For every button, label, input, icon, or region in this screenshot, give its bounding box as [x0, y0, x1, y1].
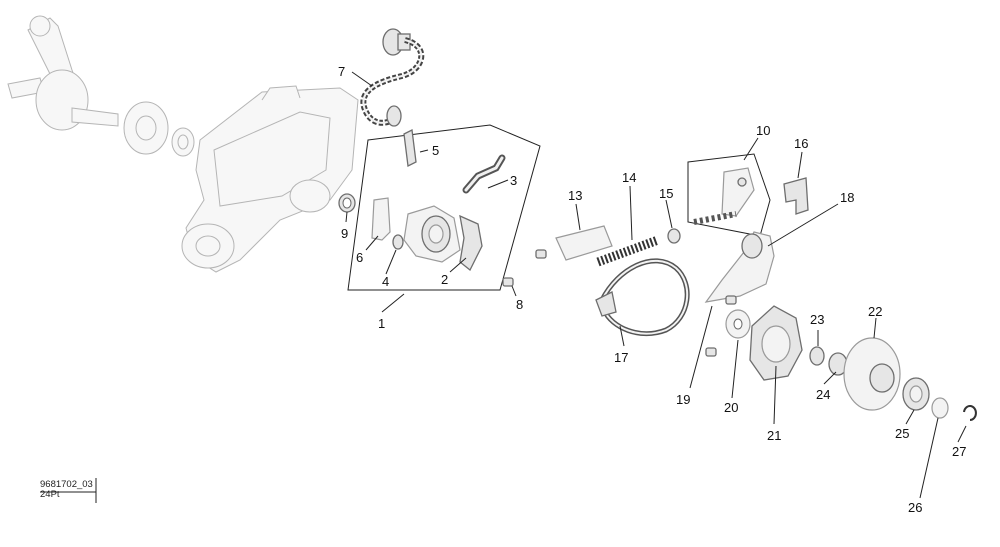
oil-pump-assembly-outline: [347, 124, 541, 291]
rim-sprocket: [902, 377, 930, 411]
brake-cover: [555, 225, 613, 261]
callout-3: 3: [510, 173, 517, 188]
callout-numbers: 1 2 3 4 5 6 7 8 9 10 13 14 15 16 17 18 1…: [338, 64, 966, 515]
callout-14: 14: [622, 170, 636, 185]
callout-27: 27: [952, 444, 966, 459]
screw-8: [502, 249, 547, 287]
oil-pipe: [462, 154, 506, 194]
circlip: [963, 405, 977, 421]
callout-17: 17: [614, 350, 628, 365]
crankshaft: [7, 15, 119, 131]
callout-23: 23: [810, 312, 824, 327]
callout-9: 9: [341, 226, 348, 241]
screw-19: [705, 295, 737, 357]
callout-25: 25: [895, 426, 909, 441]
crank-seal: [171, 127, 195, 157]
suction-pipe: [371, 197, 391, 241]
washer-23: [809, 346, 825, 366]
reference-sub: 24Pt: [40, 489, 60, 500]
callout-5: 5: [432, 143, 439, 158]
oil-pump-body: [403, 205, 461, 263]
clutch: [749, 305, 803, 381]
callout-24: 24: [816, 387, 830, 402]
crankcase: [181, 85, 359, 273]
oil-nipple: [403, 129, 417, 167]
leader-lines: [345, 71, 967, 499]
callout-2: 2: [441, 272, 448, 287]
callout-19: 19: [676, 392, 690, 407]
callout-18: 18: [840, 190, 854, 205]
o-ring-small: [392, 234, 404, 250]
sealing-ring-9: [338, 193, 356, 213]
brake-band: [595, 258, 690, 337]
clutch-drum: [843, 337, 901, 411]
washer-15: [667, 228, 681, 244]
callout-21: 21: [767, 428, 781, 443]
brake-spring: [596, 235, 660, 267]
callout-13: 13: [568, 188, 582, 203]
worm-gear: [459, 214, 483, 272]
oil-hose-with-filter: [360, 28, 425, 127]
callout-20: 20: [724, 400, 738, 415]
washer-20: [725, 309, 751, 339]
callout-16: 16: [794, 136, 808, 151]
bracket-16: [783, 177, 809, 215]
callout-15: 15: [659, 186, 673, 201]
callout-4: 4: [382, 274, 389, 289]
callout-7: 7: [338, 64, 345, 79]
reference-code: 9681702_03: [40, 479, 93, 490]
callout-6: 6: [356, 250, 363, 265]
main-bearing: [123, 101, 169, 155]
callout-10: 10: [756, 123, 770, 138]
washer-26: [931, 397, 949, 419]
callout-26: 26: [908, 500, 922, 515]
callout-8: 8: [516, 297, 523, 312]
brake-lever: [704, 231, 775, 303]
callout-22: 22: [868, 304, 882, 319]
brake-linkage: [693, 167, 755, 225]
linkage-group-outline: [687, 153, 771, 237]
callout-1: 1: [378, 316, 385, 331]
